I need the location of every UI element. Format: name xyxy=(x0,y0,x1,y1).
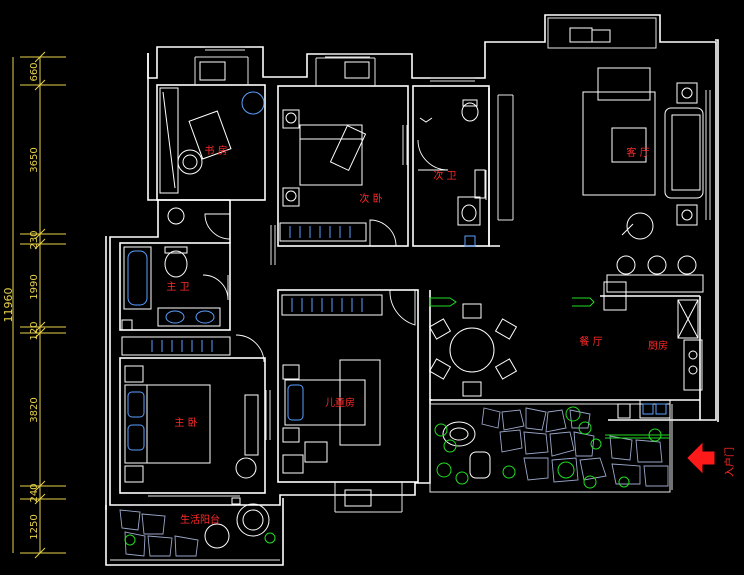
dim-segment: 1990 xyxy=(29,274,40,299)
dim-segment: 3820 xyxy=(29,397,40,422)
entry-marker: 入户门 xyxy=(687,442,736,477)
room-label-second-bath: 次 卫 xyxy=(433,169,456,182)
dim-segment: 660 xyxy=(29,62,40,81)
room-label-master-bath: 主 卫 xyxy=(166,281,189,293)
doors xyxy=(202,139,449,363)
room-label-master-bedroom: 主 卧 xyxy=(174,416,197,429)
dining-furniture xyxy=(428,281,627,397)
room-label-living-room: 客 厅 xyxy=(626,146,649,159)
dim-segment: 240 xyxy=(29,483,40,502)
room-label-kids-room: 儿童房 xyxy=(325,396,355,409)
second-bedroom-furniture xyxy=(279,61,370,242)
dimension-chain: 11960 660 3650 230 1990 120 3820 240 125… xyxy=(2,51,66,559)
dim-segment: 3650 xyxy=(29,147,40,172)
master-bedroom-furniture xyxy=(121,336,259,483)
room-label-second-bedroom: 次 卧 xyxy=(359,192,382,205)
entry-label: 入户门 xyxy=(723,447,736,477)
dim-segment: 120 xyxy=(29,321,40,340)
entry-arrow-icon xyxy=(687,442,715,474)
second-bath-fixtures xyxy=(419,99,486,247)
kids-room-furniture xyxy=(281,294,383,507)
walls xyxy=(105,14,719,566)
kitchen-fixtures xyxy=(617,299,703,419)
master-bath-fixtures xyxy=(121,207,221,331)
dim-segment: 1250 xyxy=(29,514,40,539)
balcony-furniture xyxy=(119,495,276,557)
room-label-balcony: 生活阳台 xyxy=(180,513,220,526)
room-label-study: 书 房 xyxy=(204,144,227,157)
living-room-furniture xyxy=(569,27,704,293)
garden-terrace xyxy=(434,406,670,489)
room-label-dining: 餐 厅 xyxy=(579,335,602,348)
study-furniture xyxy=(159,61,265,194)
total-dimension: 11960 xyxy=(2,288,15,323)
dim-segment: 230 xyxy=(29,230,40,249)
room-labels: 书 房 次 卧 次 卫 客 厅 主 卫 主 卧 儿童房 餐 厅 厨房 生活阳台 xyxy=(166,144,668,526)
windows xyxy=(205,46,711,440)
room-label-kitchen: 厨房 xyxy=(648,339,668,352)
